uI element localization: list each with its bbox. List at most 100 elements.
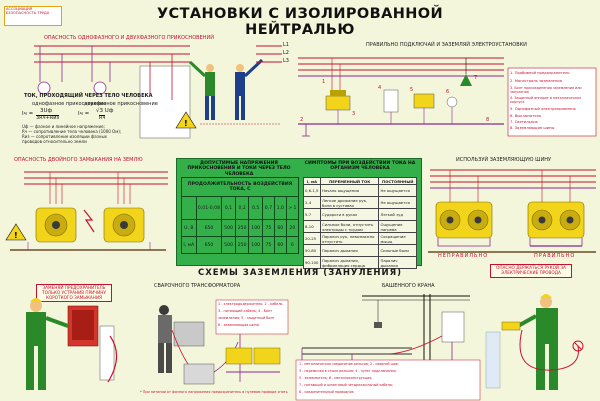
- table-cell: 250: [234, 219, 250, 237]
- row-label: U, B: [181, 219, 197, 237]
- table-cell: Не ощущается: [378, 184, 417, 197]
- permissible-values-panel: ДОПУСТИМЫЕ НАПРЯЖЕНИЯ ПРИКОСНОВЕНИЯ И ТО…: [176, 158, 422, 269]
- legend-line: 3 - перемычка в стыке рельсов; 4 - пункт…: [299, 369, 397, 373]
- legend-item: 5. Однофазный электроприемник: [510, 107, 576, 111]
- symptoms-header: ПОСТОЯННЫЙ: [378, 177, 417, 185]
- table-cell: 100: [248, 219, 263, 237]
- logo: АССОЦИАЦИЯ БЕЗОПАСНОСТЬ ТРУДА: [4, 6, 62, 26]
- table-cell: 60: [273, 236, 287, 254]
- phase-label-l1: L1: [283, 42, 289, 48]
- drill-worker-illustration: [485, 294, 584, 390]
- table-cell: Судороги в руках: [319, 208, 380, 221]
- table-cell: 500: [221, 236, 236, 254]
- fuse-worker-illustration: [26, 298, 118, 390]
- legend-line: 6 - заземляющая шина: [218, 323, 259, 327]
- right-label: ПРАВИЛЬНО: [534, 253, 576, 259]
- schemes-heading: СХЕМЫ ЗАЗЕМЛЕНИЯ (ЗАНУЛЕНИЯ): [197, 268, 403, 278]
- section-crane: БАШЕННОГО КРАНА 1 - металлическое соедин…: [292, 282, 482, 401]
- motor-wrong: [435, 201, 493, 239]
- motor-right: [103, 207, 145, 243]
- legend-item: 1. Пробивной предохранитель: [510, 71, 570, 75]
- symptoms-table: I, мА ПЕРЕМЕННЫЙ ТОК ПОСТОЯННЫЙ 0,6-1,5 …: [303, 177, 417, 269]
- table-cell: 75: [261, 219, 275, 237]
- table-cell: Сокращение мышц: [378, 232, 417, 245]
- row-label: I, мА: [181, 236, 197, 254]
- logo-line1: АССОЦИАЦИЯ: [6, 7, 33, 11]
- table-cell: 2-4: [303, 196, 321, 209]
- motor-left: [35, 207, 77, 243]
- formula-left-den: 3Rч+Rиз: [36, 115, 60, 121]
- diagram-number: 6: [446, 89, 450, 95]
- table-cell: 100: [248, 236, 263, 254]
- table-cell: 75: [261, 236, 275, 254]
- legend-line: Rч — сопротивление тела человека (1000 О…: [22, 129, 122, 134]
- legend-line: 3 - питающий кабель; 4 - болт: [218, 309, 273, 313]
- duration-cell: 0,1: [221, 196, 236, 220]
- worker-figure: [188, 60, 215, 120]
- phase-label-l2: L2: [283, 50, 289, 56]
- table-cell: 650: [195, 236, 223, 254]
- legend-line: 1 - электрододержатель; 2 - кабель: [218, 302, 283, 306]
- phase-label-l3: L3: [283, 58, 289, 64]
- duration-cell: 0,7: [261, 196, 275, 220]
- legend-item: 7. Светильник: [510, 120, 538, 124]
- table-cell: 20: [285, 219, 300, 237]
- formula-right-num: √3 Uф: [96, 108, 114, 114]
- double-fault-diagram: !: [5, 171, 168, 251]
- table-heading-right: СИМПТОМЫ ПРИ ВОЗДЕЙСТВИИ ТОКА НА ОРГАНИЗ…: [304, 161, 416, 172]
- section-drill-worker: [482, 282, 600, 401]
- diagram-number: 4: [378, 85, 382, 91]
- legend-line: Rиз — сопротивление изоляции фазных: [22, 134, 108, 139]
- legend-line: Uф — фазное и линейное напряжение;: [22, 124, 105, 129]
- formula-left-lhs: Iч =: [22, 111, 34, 117]
- duration-cell: 0,01-0,08: [195, 196, 223, 220]
- table-row: 20-25 Паралич рук, невозможно отпустить …: [303, 232, 417, 245]
- legend-item: 8. Заземляющие шины: [510, 126, 555, 130]
- table-cell: Паралич дыхания, фибрилляция сердца: [319, 256, 380, 269]
- fuse-warning: ЗАМЕНЯЙ ПРЕДОХРАНИТЕЛЬ ТОЛЬКО УСТРАНИВ П…: [36, 284, 112, 303]
- table-cell: Паралич рук, невозможно отпустить: [319, 232, 380, 245]
- legend-line: 1 - металлическое соединение рельсов; 2 …: [299, 362, 399, 366]
- section-welder: СВАРОЧНОГО ТРАНСФОРМАТОРА 1 - электродод…: [140, 282, 290, 401]
- worker-figure: [235, 58, 264, 120]
- table-cell: Легкий зуд: [378, 208, 417, 221]
- welder-illustration: [158, 299, 289, 385]
- table-cell: Сильные боли, отпустить электроды с труд…: [319, 220, 380, 233]
- table-row: 90-100 Паралич дыхания, фибрилляция серд…: [303, 256, 417, 269]
- table-row: 8-10 Сильные боли, отпустить электроды с…: [303, 220, 417, 233]
- diagram-number: 8: [486, 117, 490, 123]
- duration-header: ПРОДОЛЖИТЕЛЬНОСТЬ ВОЗДЕЙСТВИЯ ТОКА, С: [181, 177, 299, 197]
- table-cell: 20-25: [303, 232, 321, 245]
- legend-line: проводов относительно земли: [22, 139, 87, 144]
- section-heading: ОПАСНОСТЬ ОДНОФАЗНОГО И ДВУХФАЗНОГО ПРИК…: [44, 35, 214, 41]
- current-heading: ТОК, ПРОХОДЯЩИЙ ЧЕРЕЗ ТЕЛО ЧЕЛОВЕКА: [24, 93, 153, 99]
- table-cell: 650: [195, 219, 223, 237]
- crane-illustration: [295, 294, 481, 401]
- section-grounding-connection: ПРАВИЛЬНО ПОДКЛЮЧАЙ И ЗАЗЕМЛЯЙ ЭЛЕКТРОУС…: [296, 24, 600, 150]
- legend-line: заземления; 5 - защитный болт: [218, 316, 275, 320]
- single-phase-label: однофазное прикосновение: [32, 101, 107, 107]
- wrong-label: НЕПРАВИЛЬНО: [438, 253, 489, 259]
- diagram-number: 7: [474, 75, 478, 81]
- table-row: 5-7 Судороги в руках Легкий зуд: [303, 208, 417, 221]
- table-cell: 90-100: [303, 256, 321, 269]
- legend-item: 2. Магистраль заземления: [510, 79, 562, 83]
- table-cell: Легкое дрожание рук, боли в суставах: [319, 196, 380, 209]
- table-row: 50-80 Паралич дыхания Сильные боли: [303, 244, 417, 257]
- poster-title: УСТАНОВКИ С ИЗОЛИРОВАННОЙ НЕЙТРАЛЬЮ: [156, 6, 444, 38]
- grounding-connection-diagram: [298, 57, 597, 137]
- table-cell: Начало ощущения: [319, 184, 380, 197]
- diagram-number: 2: [300, 117, 304, 123]
- section-double-fault: ОПАСНОСТЬ ДВОЙНОГО ЗАМЫКАНИЯ НА ЗЕМЛЮ: [0, 154, 172, 266]
- section-fuse-replacement: [0, 296, 140, 401]
- legend-line: 5 - заземлитель; 6 - металлоконструкция;: [299, 376, 373, 380]
- table-cell: 250: [234, 236, 250, 254]
- legend-line: 8 - соединительный проводник: [299, 390, 354, 394]
- symptoms-header: ПЕРЕМЕННЫЙ ТОК: [319, 177, 380, 185]
- duration-cell: 0,5: [248, 196, 263, 220]
- table-cell: 5-7: [303, 208, 321, 221]
- welder-heading: СВАРОЧНОГО ТРАНСФОРМАТОРА: [154, 283, 241, 289]
- duration-cell: 1,0: [273, 196, 287, 220]
- legend-item: 3. Болт присоединения заземления или зан…: [510, 86, 582, 94]
